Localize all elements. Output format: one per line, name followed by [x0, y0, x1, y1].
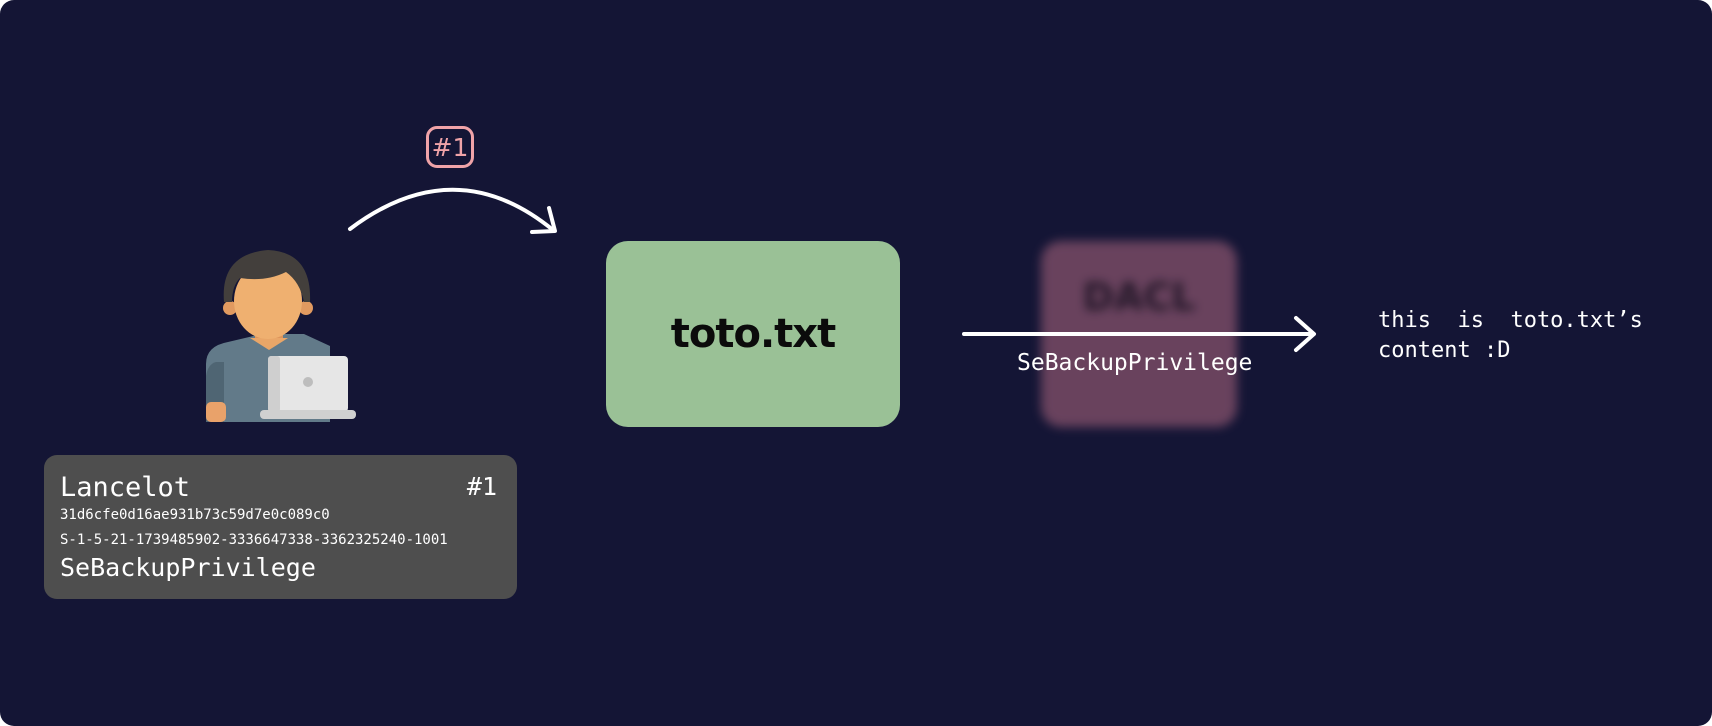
card-password-hash: 31d6cfe0d16ae931b73c59d7e0c089c0 — [60, 507, 330, 523]
identity-card: Lancelot #1 31d6cfe0d16ae931b73c59d7e0c0… — [44, 455, 517, 599]
card-user-name: Lancelot — [60, 472, 191, 503]
card-sid: S-1-5-21-1739485902-3336647338-336232524… — [60, 532, 448, 548]
card-privilege: SeBackupPrivilege — [60, 553, 316, 582]
user-with-laptop-icon — [206, 250, 356, 422]
step-badge: #1 — [426, 126, 474, 168]
file-content-line-2: content :D — [1378, 338, 1511, 363]
card-step-label: #1 — [466, 472, 497, 501]
bypass-privilege-label: SeBackupPrivilege — [1017, 350, 1253, 376]
file-content-line-1: this is toto.txt’s — [1378, 308, 1643, 333]
file-content-text: this is toto.txt’s content :D — [1378, 306, 1698, 366]
file-name: toto.txt — [670, 311, 836, 357]
dacl-label: DACL — [1082, 275, 1196, 319]
file-box: toto.txt — [606, 241, 900, 427]
